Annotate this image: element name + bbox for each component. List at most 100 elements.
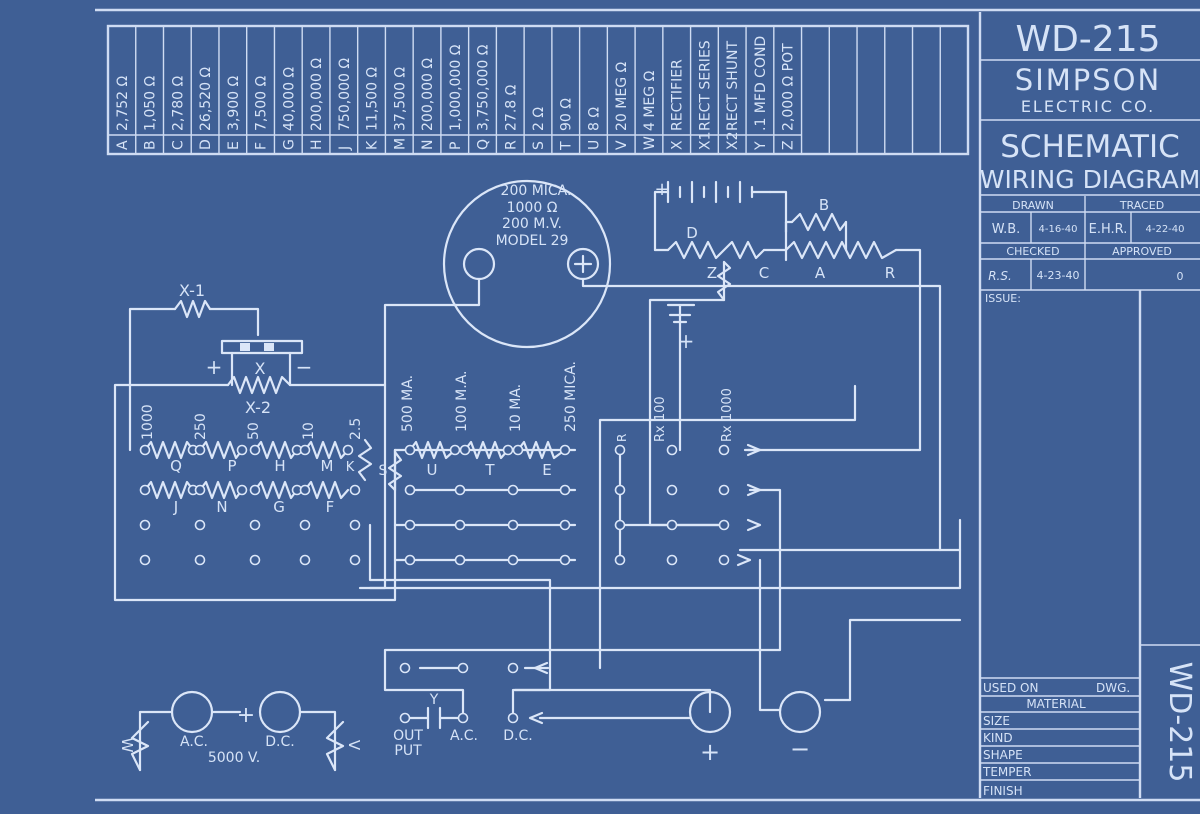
label-range-2-5: 2.5	[348, 418, 364, 440]
label-z: Z	[707, 264, 717, 282]
label-jack-plus: +	[237, 703, 255, 728]
parts-letter: T	[559, 141, 575, 151]
title-wiring-diagram: WIRING DIAGRAM	[980, 165, 1200, 194]
parts-value: 200,000 Ω	[420, 58, 436, 131]
terminal-contact	[194, 484, 206, 496]
parts-value: 2 Ω	[531, 107, 547, 131]
drawing-number: WD-215	[1015, 19, 1160, 60]
label-b: B	[819, 196, 829, 214]
label-x2: X-2	[245, 398, 271, 417]
parts-letter: P	[448, 142, 464, 150]
label-d: D	[686, 224, 698, 242]
parts-letter: M	[392, 138, 408, 150]
parts-letter: N	[420, 140, 436, 150]
parts-letter: R	[503, 140, 519, 150]
label-range-10: 10	[301, 422, 317, 440]
meter-movement	[442, 179, 612, 349]
parts-letter: B	[143, 140, 159, 150]
sheet-frame	[95, 8, 1200, 802]
label-output-2: PUT	[394, 743, 422, 759]
terminal-contact	[299, 484, 311, 496]
terminal-contacts	[139, 444, 730, 724]
terminal-contact	[299, 554, 311, 566]
rectifier	[220, 339, 304, 387]
terminal-contact	[614, 444, 626, 456]
terminal-contact	[404, 484, 416, 496]
parts-value: RECTIFIER	[670, 59, 686, 131]
parts-value: 90 Ω	[559, 98, 575, 131]
terminal-contact	[194, 519, 206, 531]
parts-value: 7,500 Ω	[254, 75, 270, 131]
label-f: F	[326, 498, 335, 516]
meter-rating-3: 200 M.V.	[502, 216, 562, 232]
parts-letter: Z	[781, 140, 797, 150]
parts-value: 1,000,000 Ω	[448, 44, 464, 131]
parts-value: RECT SERIES	[697, 40, 713, 131]
terminal-contact	[507, 484, 519, 496]
label-range-250: 250	[193, 413, 209, 440]
traced-date: 4-22-40	[1145, 224, 1184, 235]
terminal-contact	[718, 554, 730, 566]
parts-letter: V	[614, 140, 630, 150]
label-p: P	[227, 457, 236, 475]
side-drawing-number: WD-215	[1162, 662, 1197, 783]
parts-letter: W	[642, 136, 658, 150]
label-a: A	[815, 264, 826, 282]
checked-date: 4-23-40	[1037, 269, 1080, 282]
terminal-contact	[614, 519, 626, 531]
approved-label: APPROVED	[1112, 245, 1172, 258]
material-label: MATERIAL	[1026, 697, 1086, 711]
label-rect-plus: +	[206, 355, 223, 379]
parts-value: 40,000 Ω	[281, 67, 297, 131]
resistors	[130, 212, 898, 772]
terminal-contact	[614, 484, 626, 496]
label-test-minus: −	[790, 735, 810, 763]
contact-arrows	[528, 443, 762, 725]
output-capacitor	[426, 706, 442, 730]
parts-letter: D	[198, 139, 214, 150]
parts-value: 27.8 Ω	[503, 84, 519, 131]
terminal-contact	[404, 444, 416, 456]
parts-value: 2,000 Ω POT	[781, 43, 797, 131]
jacks	[170, 690, 822, 734]
label-r: R	[885, 264, 895, 282]
terminal-contact	[666, 519, 678, 531]
label-dc-jack: D.C.	[265, 734, 294, 750]
terminal-contact	[194, 444, 206, 456]
label-rx1000: Rx 1000	[720, 388, 735, 442]
terminal-contact	[459, 444, 471, 456]
title-block	[978, 12, 1200, 798]
terminal-contact	[299, 519, 311, 531]
terminal-contact	[349, 519, 361, 531]
label-q: Q	[170, 457, 182, 475]
terminal-contact	[457, 712, 469, 724]
size-label: SIZE	[983, 714, 1010, 728]
parts-value: 4 MEG Ω	[642, 70, 658, 131]
terminal-contact	[666, 554, 678, 566]
label-s: S	[379, 463, 388, 479]
label-500ma: 500 MA.	[400, 375, 416, 432]
terminal-contact	[559, 484, 571, 496]
terminal-contact	[236, 444, 248, 456]
label-y: Y	[429, 692, 439, 708]
terminal-contact	[249, 519, 261, 531]
parts-value: 37,500 Ω	[392, 67, 408, 131]
terminal-contact	[512, 444, 524, 456]
label-ac-jack: A.C.	[180, 734, 208, 750]
label-100ma: 100 M.A.	[454, 371, 470, 432]
terminal-contact	[342, 444, 354, 456]
parts-value: 2,780 Ω	[170, 75, 186, 131]
terminal-contact	[236, 484, 248, 496]
terminal-contact	[507, 519, 519, 531]
drawn-label: DRAWN	[1012, 199, 1054, 212]
parts-letter: Q	[476, 139, 492, 150]
approved-by: 0	[1177, 270, 1184, 283]
terminal-contact	[666, 484, 678, 496]
terminal-contact	[249, 444, 261, 456]
terminal-contact	[718, 444, 730, 456]
drawn-by: W.B.	[992, 222, 1021, 237]
label-cell-plus: +	[678, 329, 695, 353]
parts-letter: Y	[753, 141, 769, 151]
parts-letter: H	[309, 139, 325, 150]
